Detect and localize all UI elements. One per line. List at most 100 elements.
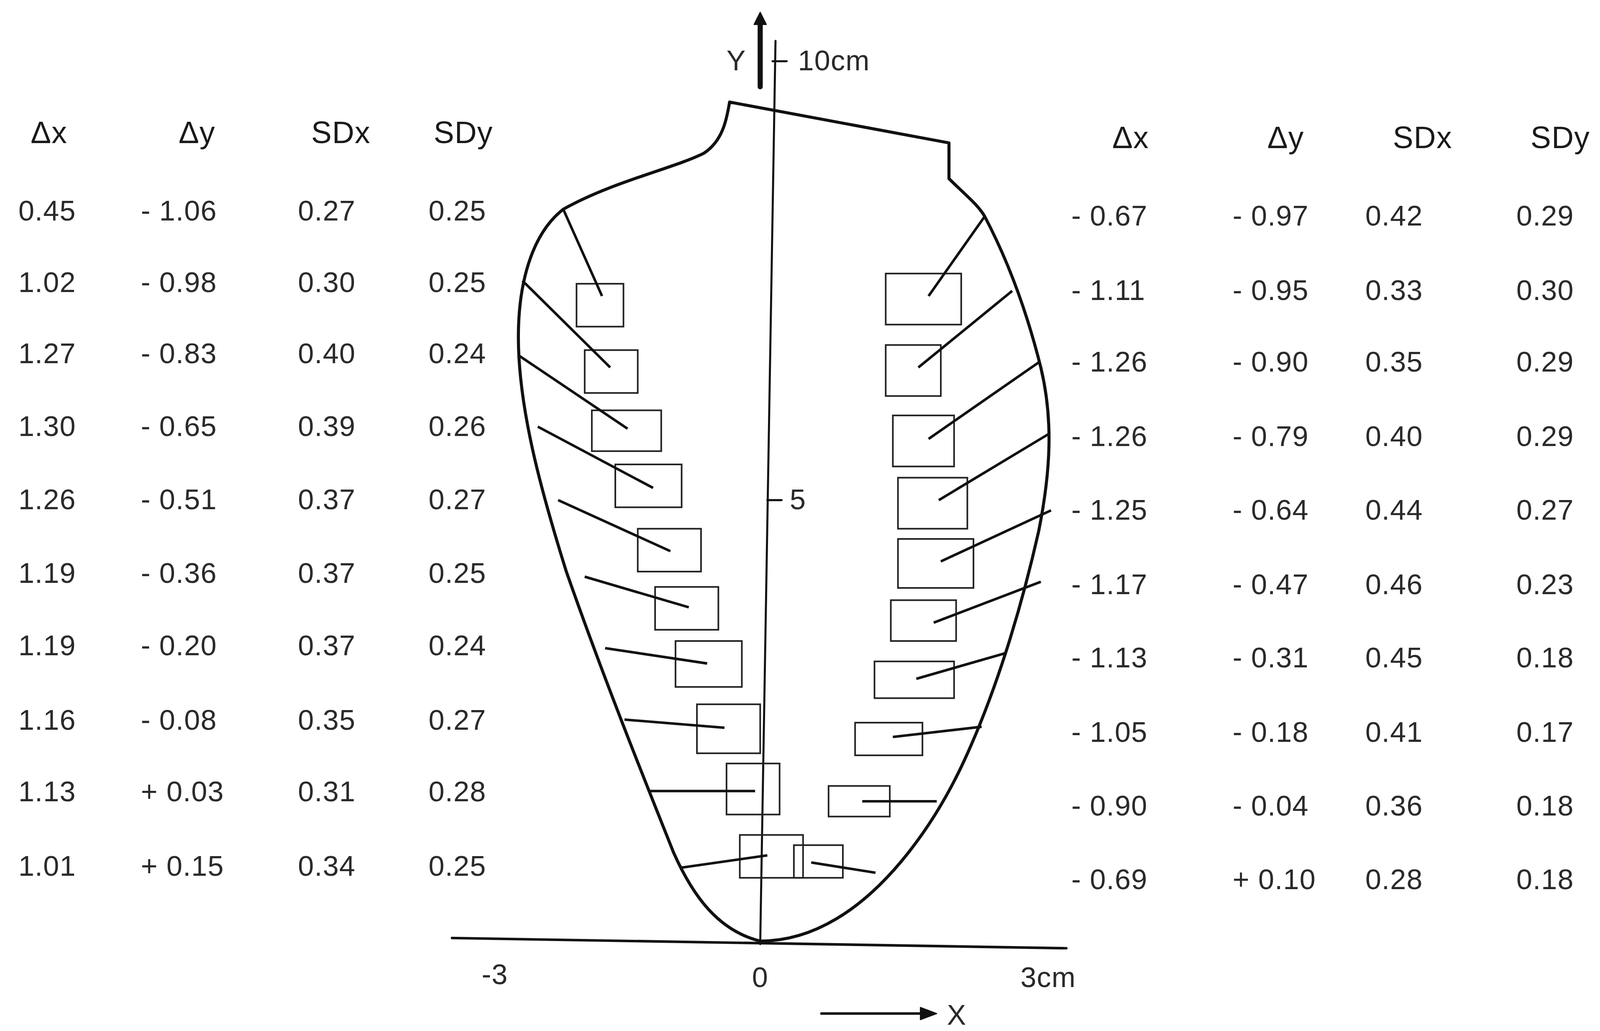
table-cell: 0.40 (1365, 422, 1424, 451)
baseline (452, 937, 1067, 948)
tick-5 (767, 499, 782, 502)
axis-label: 10cm (798, 46, 871, 76)
table-cell: 0.30 (297, 268, 356, 297)
table-cell: - 0.79 (1232, 422, 1309, 451)
table-cell: - 1.11 (1071, 276, 1146, 305)
table-cell: - 0.08 (140, 706, 218, 735)
table-cell: - 0.36 (140, 559, 218, 588)
column-header: SDx (311, 117, 371, 149)
table-cell: 0.41 (1365, 718, 1424, 747)
table-cell: 0.29 (1516, 348, 1575, 377)
column-header: SDx (1392, 122, 1453, 154)
y-arrow (757, 18, 763, 87)
table-cell: - 1.06 (140, 197, 218, 226)
table-cell: 1.16 (18, 706, 77, 735)
table-cell: 0.29 (1516, 202, 1575, 231)
table-cell: 0.35 (297, 706, 356, 735)
table-cell: 0.45 (1365, 643, 1424, 673)
y-axis (760, 40, 776, 945)
table-cell: - 0.31 (1232, 643, 1309, 673)
table-cell: 0.39 (297, 412, 356, 441)
table-cell: 0.26 (428, 412, 487, 441)
table-cell: - 1.26 (1071, 348, 1148, 377)
table-cell: - 0.98 (140, 268, 218, 297)
axis-label: 5 (789, 485, 807, 515)
table-cell: 0.25 (428, 268, 487, 297)
table-cell: - 1.17 (1071, 570, 1148, 600)
column-header: Δx (30, 117, 68, 149)
table-cell: - 1.26 (1071, 422, 1148, 451)
ventricle-outline (518, 102, 1050, 941)
table-cell: + 0.03 (140, 777, 225, 807)
table-cell: 0.25 (428, 197, 487, 226)
table-cell: 0.27 (428, 485, 487, 515)
table-cell: 0.37 (297, 485, 356, 515)
table-cell: 0.37 (297, 559, 356, 588)
table-cell: 0.18 (1516, 791, 1575, 821)
table-cell: 0.40 (297, 339, 356, 369)
table-cell: 0.27 (297, 197, 356, 226)
table-cell: 1.26 (18, 485, 77, 515)
tick-10 (772, 60, 787, 63)
x-arrow (821, 1011, 924, 1015)
table-cell: 0.18 (1516, 865, 1575, 894)
table-cell: 0.25 (428, 559, 487, 588)
table-cell: 1.19 (18, 631, 77, 661)
table-cell: + 0.15 (140, 852, 225, 881)
table-cell: 0.46 (1365, 570, 1424, 600)
table-cell: - 0.95 (1232, 276, 1309, 305)
table-cell: - 1.13 (1071, 643, 1148, 673)
table-cell: 0.35 (1365, 348, 1424, 377)
table-cell: - 0.18 (1232, 718, 1309, 747)
table-cell: 0.25 (428, 852, 487, 881)
axis-label: -3 (481, 960, 508, 989)
table-cell: 0.37 (297, 631, 356, 661)
table-cell: 0.28 (1365, 865, 1424, 894)
table-cell: - 0.90 (1071, 791, 1148, 821)
table-cell: 0.34 (297, 852, 356, 881)
table-cell: 1.19 (18, 559, 77, 588)
table-cell: - 0.64 (1232, 496, 1309, 525)
y-arrowhead (754, 12, 767, 25)
table-cell: 0.17 (1516, 718, 1575, 747)
table-cell: 0.18 (1516, 643, 1575, 673)
table-cell: 0.24 (428, 631, 487, 661)
table-cell: - 0.69 (1071, 865, 1148, 894)
column-header: SDy (1530, 122, 1590, 154)
table-cell: 0.27 (428, 706, 487, 735)
table-cell: 1.13 (18, 777, 77, 807)
table-cell: - 0.67 (1071, 202, 1148, 231)
axis-label: 0 (752, 963, 769, 992)
table-cell: - 1.25 (1071, 496, 1148, 525)
table-cell: 1.27 (18, 339, 77, 369)
table-cell: 0.31 (297, 777, 356, 807)
table-cell: 0.28 (428, 777, 487, 807)
table-cell: - 0.20 (140, 631, 218, 661)
table-cell: 1.02 (18, 268, 77, 297)
column-header: Δy (1267, 122, 1305, 154)
table-cell: 0.24 (428, 339, 487, 369)
table-cell: - 1.05 (1071, 718, 1148, 747)
table-cell: - 0.90 (1232, 348, 1309, 377)
table-cell: 0.33 (1365, 276, 1424, 305)
table-cell: - 0.47 (1232, 570, 1309, 600)
table-cell: 0.45 (18, 197, 77, 226)
column-header: Δy (178, 117, 216, 149)
table-cell: + 0.10 (1232, 865, 1316, 894)
x-arrowhead (920, 1007, 937, 1020)
table-cell: 0.44 (1365, 496, 1424, 525)
column-header: Δx (1112, 122, 1150, 154)
table-cell: 0.36 (1365, 791, 1424, 821)
table-cell: 0.23 (1516, 570, 1575, 600)
table-cell: - 0.65 (140, 412, 218, 441)
table-cell: - 0.04 (1232, 791, 1309, 821)
axis-label: Y (726, 46, 747, 76)
table-cell: 1.01 (18, 852, 77, 881)
table-cell: - 0.97 (1232, 202, 1309, 231)
table-cell: 0.30 (1516, 276, 1575, 305)
axis-label: 3cm (1020, 963, 1076, 992)
table-cell: 0.42 (1365, 202, 1424, 231)
axis-label: X (947, 1000, 967, 1030)
